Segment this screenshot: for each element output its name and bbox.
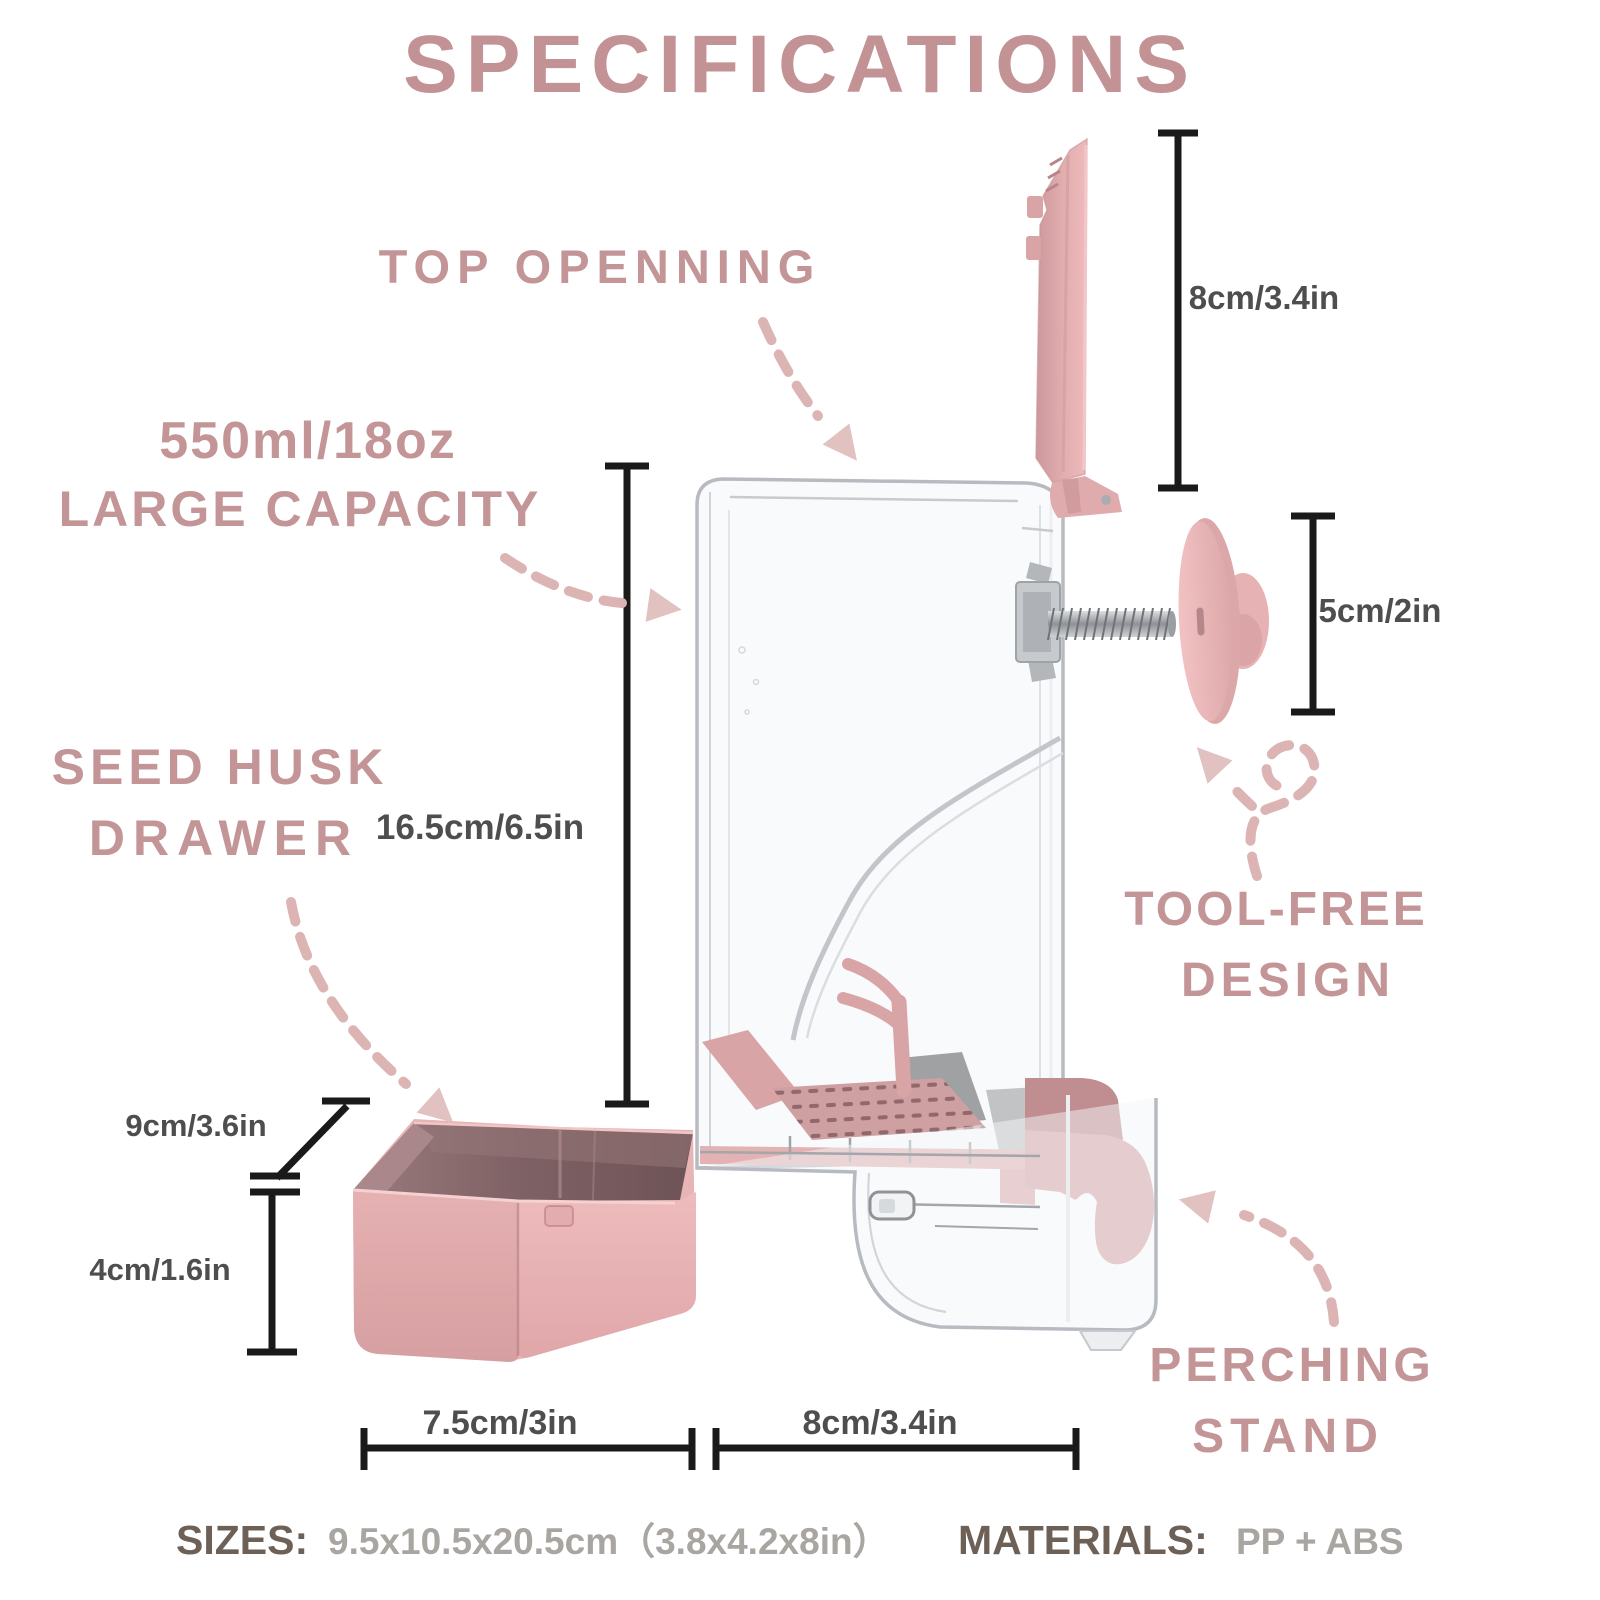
sizes-value: 9.5x10.5x20.5cm（3.8x4.2x8in） xyxy=(328,1521,890,1562)
page-title: SPECIFICATIONS xyxy=(403,19,1197,110)
annotation-capacity-line2: LARGE CAPACITY xyxy=(58,481,542,537)
arrow-drawer-icon xyxy=(286,897,454,1123)
dim-label-drawer-height: 4cm/1.6in xyxy=(89,1252,231,1287)
dim-line-drawer-width xyxy=(360,1428,696,1470)
dim-line-drawer-height xyxy=(247,1192,297,1356)
dim-label-lid-height: 8cm/3.4in xyxy=(1188,279,1340,316)
annotation-perch-line1: PERCHING xyxy=(1149,1339,1435,1392)
clear-base xyxy=(696,1095,1158,1351)
dim-label-drawer-depth: 9cm/3.6in xyxy=(125,1108,267,1143)
dim-line-drawer-depth xyxy=(250,1097,370,1196)
callout-arrows xyxy=(286,317,1339,1327)
seed-husk-drawer xyxy=(352,1119,696,1362)
materials-value: PP + ABS xyxy=(1236,1521,1404,1562)
dim-line-body-height xyxy=(605,462,649,1108)
lid xyxy=(1026,137,1122,518)
dim-line-knob xyxy=(1291,512,1335,716)
dim-label-knob: 5cm/2in xyxy=(1318,592,1442,629)
annotation-capacity-line1: 550ml/18oz xyxy=(159,412,457,470)
dim-line-lid-height xyxy=(1158,129,1198,492)
annotation-perch-line2: STAND xyxy=(1192,1410,1384,1463)
annotation-drawer-line1: SEED HUSK xyxy=(51,739,389,795)
dim-label-body-height: 16.5cm/6.5in xyxy=(375,808,585,847)
dimension-lines xyxy=(247,129,1335,1470)
arrow-perch-icon xyxy=(1178,1190,1339,1327)
arrow-tool-free-icon xyxy=(1196,740,1320,881)
annotation-tool-free-line1: TOOL-FREE xyxy=(1124,883,1428,936)
annotation-tool-free-line2: DESIGN xyxy=(1180,954,1396,1007)
mounting-knob xyxy=(1015,518,1269,724)
arrow-top-opening-icon xyxy=(758,317,857,461)
dim-label-drawer-width: 7.5cm/3in xyxy=(422,1404,578,1442)
annotation-drawer-line2: DRAWER xyxy=(88,810,360,866)
sizes-label: SIZES: xyxy=(176,1517,309,1563)
dim-label-base-width: 8cm/3.4in xyxy=(802,1404,958,1442)
clear-hopper xyxy=(695,477,1065,1170)
dim-line-base-width xyxy=(712,1428,1080,1470)
arrow-capacity-icon xyxy=(500,553,682,622)
annotation-top-opening: TOP OPENNING xyxy=(378,240,822,293)
materials-label: MATERIALS: xyxy=(958,1517,1208,1563)
